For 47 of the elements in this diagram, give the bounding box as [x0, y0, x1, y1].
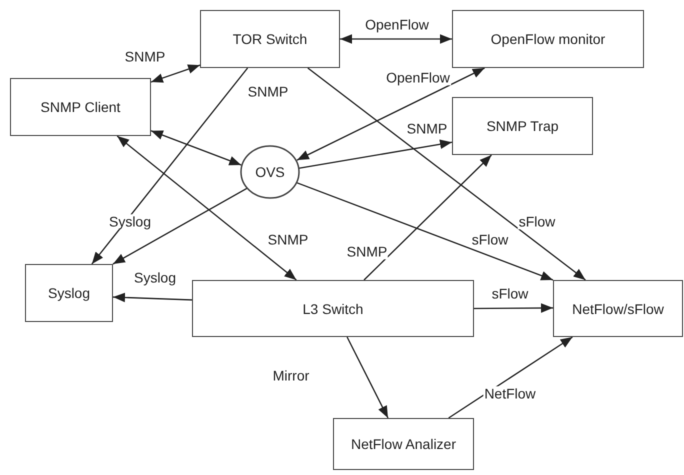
edge-label: SNMP	[246, 84, 290, 100]
process-box	[25, 264, 113, 322]
edge-label: Syslog	[132, 270, 178, 286]
node-label: L3 Switch	[302, 300, 364, 316]
arrow	[364, 154, 492, 280]
arrow	[112, 292, 192, 302]
process-box	[452, 97, 593, 155]
arrow	[150, 64, 200, 83]
edge-label: Syslog	[108, 214, 152, 230]
node-label: SNMP Trap	[486, 118, 559, 134]
edge-label: SNMP	[266, 232, 310, 248]
edge-label: sFlow	[470, 232, 510, 248]
process-box	[192, 280, 474, 337]
edge-label: NetFlow	[483, 386, 537, 402]
edge-label: OpenFlow	[385, 70, 451, 86]
arrow	[340, 34, 452, 44]
edge-label: sFlow	[490, 286, 530, 302]
arrow	[150, 130, 242, 166]
arrow	[298, 140, 452, 169]
node-label: NetFlow/sFlow	[572, 300, 664, 316]
arrow	[296, 67, 485, 161]
edge-label: OpenFlow	[364, 17, 430, 33]
arrow	[91, 68, 248, 264]
node-label: TOR Switch	[232, 31, 308, 47]
arrow	[116, 136, 297, 280]
edge-label: SNMP	[346, 244, 388, 260]
ellipse-node	[240, 145, 300, 199]
node-label: NetFlow Analizer	[350, 436, 456, 452]
arrow	[474, 303, 553, 313]
edge-label: Mirror	[272, 368, 310, 384]
node-label: SNMP Client	[40, 99, 120, 115]
node-label: Syslog	[48, 285, 90, 301]
edge-label: SNMP	[406, 121, 448, 137]
process-box	[452, 10, 644, 68]
edge-label: sFlow	[518, 214, 556, 230]
arrow	[296, 182, 554, 281]
arrow	[346, 336, 389, 418]
edge-label: SNMP	[124, 49, 166, 65]
process-box	[333, 418, 474, 470]
process-box	[553, 280, 683, 337]
process-box	[200, 10, 340, 68]
arrow	[307, 67, 586, 281]
process-box	[10, 78, 151, 136]
node-label: OVS	[255, 164, 285, 180]
node-label: OpenFlow monitor	[490, 31, 606, 47]
arrow	[112, 188, 248, 265]
arrow	[448, 336, 573, 419]
